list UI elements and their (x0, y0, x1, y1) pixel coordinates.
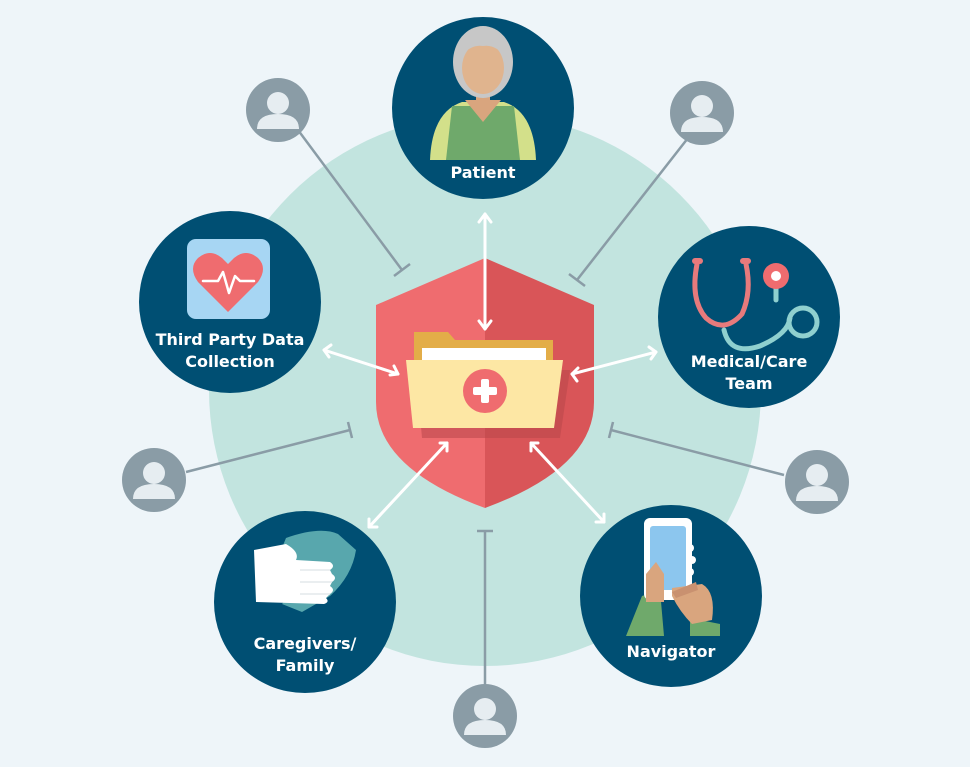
heart-pulse-app-icon (187, 239, 270, 319)
caregivers-label-line-2: Family (275, 656, 335, 675)
connector-top-left-stop (393, 263, 411, 277)
outsider-avatars (122, 78, 849, 748)
node-patient (392, 17, 574, 199)
medical-label-line-1: Medical/Care (690, 352, 808, 371)
arrow-caregivers (367, 441, 449, 529)
node-medical-circle (658, 226, 840, 408)
stethoscope-icon (692, 258, 820, 352)
patient-label-line-1: Patient (450, 163, 516, 182)
third-party-label: Third Party Data Collection (140, 329, 320, 373)
connector-left (185, 428, 351, 474)
third-party-label-line-1: Third Party Data (155, 330, 305, 349)
node-caregivers-family (214, 511, 396, 693)
blocked-connectors (185, 129, 785, 690)
helping-hands-icon (254, 530, 356, 612)
third-party-label-line-2: Collection (185, 352, 275, 371)
navigator-label: Navigator (606, 641, 736, 663)
arrow-third-party (322, 343, 400, 377)
connector-top-left (296, 129, 404, 271)
node-third-party-data (139, 211, 321, 393)
node-navigator (580, 505, 762, 687)
data-flow-arrows (322, 212, 658, 529)
arrow-patient (477, 212, 493, 331)
medical-label-line-2: Team (725, 374, 773, 393)
arrow-navigator (529, 441, 606, 524)
navigator-label-line-1: Navigator (626, 642, 716, 661)
patient-label: Patient (423, 162, 543, 184)
person-avatar-icon (453, 684, 517, 748)
person-avatar-icon (670, 81, 734, 145)
connector-right (610, 428, 785, 477)
person-avatar-icon (122, 448, 186, 512)
medical-care-team-label: Medical/Care Team (679, 351, 819, 395)
connector-top-right (576, 137, 689, 281)
person-avatar-icon (246, 78, 310, 142)
caregivers-family-label: Caregivers/ Family (235, 633, 375, 677)
cross-vertical (481, 379, 489, 403)
arrow-medical (570, 345, 658, 383)
connector-top-right-stop (568, 273, 586, 287)
person-avatar-icon (785, 450, 849, 514)
patient-person-icon (430, 26, 536, 160)
connector-right-stop (607, 421, 615, 439)
smartphone-hand-icon (626, 518, 720, 636)
connector-left-stop (346, 421, 354, 439)
node-medical-care-team (658, 226, 840, 408)
folder-medical-cross-icon (406, 332, 570, 438)
caregivers-label-line-1: Caregivers/ (253, 634, 357, 653)
